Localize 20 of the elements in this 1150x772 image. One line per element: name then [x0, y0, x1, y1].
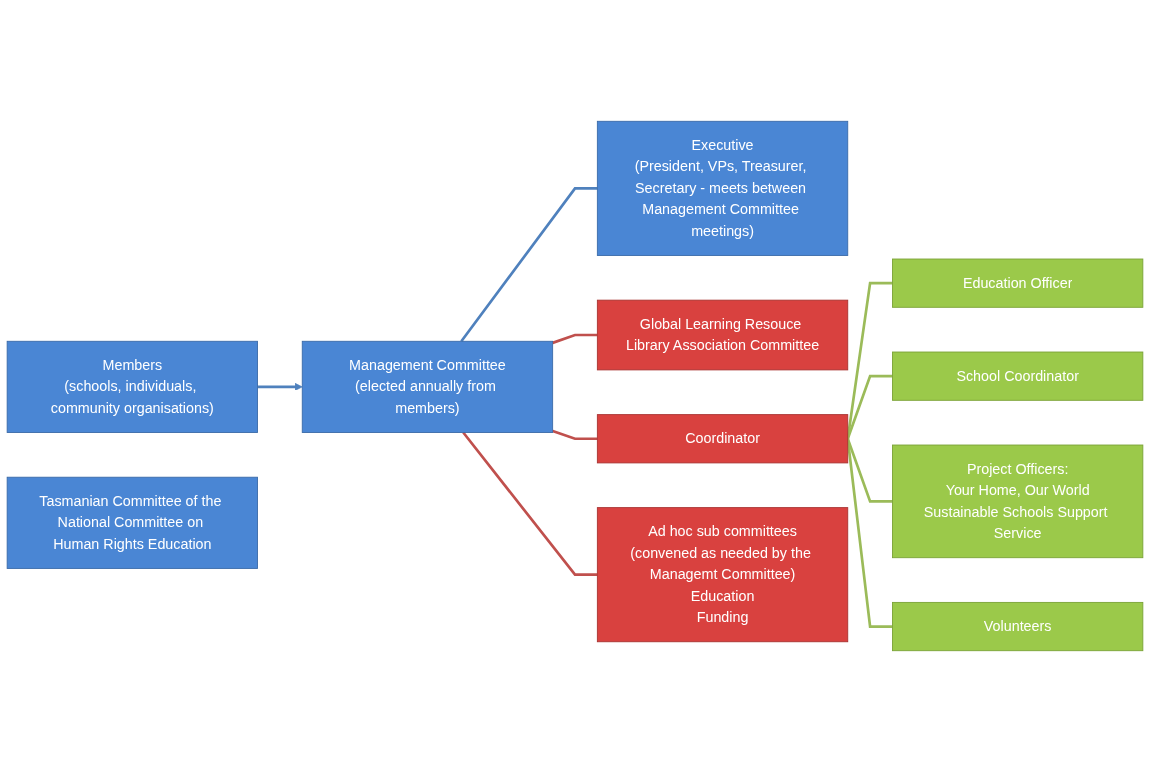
- node-box: Volunteers: [892, 601, 1144, 652]
- node-box: Global Learning Resouce Library Association Committee: [596, 299, 849, 371]
- node-box: Executive (President, VPs, Treasurer, Secretary - meets between Management Committee meetings): [596, 120, 849, 256]
- connector: [846, 438, 893, 628]
- node-box: School Coordinator: [892, 351, 1144, 401]
- node-box: Tasmanian Committee of the National Committee on Human Rights Education: [6, 476, 258, 569]
- connector: [846, 438, 893, 503]
- node-box: Coordinator: [596, 414, 849, 464]
- node-box: Members (schools, individuals, community organisations): [6, 340, 258, 433]
- arrow: [257, 382, 303, 391]
- connector: [552, 429, 598, 441]
- node-box: Project Officers: Your Home, Our World Sustainable Schools Support Service: [892, 444, 1144, 559]
- connector: [846, 281, 893, 439]
- connector: [460, 187, 598, 343]
- node-box: Education Officer: [892, 258, 1144, 308]
- connector: [552, 333, 598, 345]
- node-box: Management Committee (elected annually from members): [301, 340, 554, 433]
- node-box: Ad hoc sub committees (convened as needed by the Managemt Committee) Education Funding: [596, 507, 849, 643]
- connector: [462, 431, 598, 577]
- connector: [846, 374, 893, 440]
